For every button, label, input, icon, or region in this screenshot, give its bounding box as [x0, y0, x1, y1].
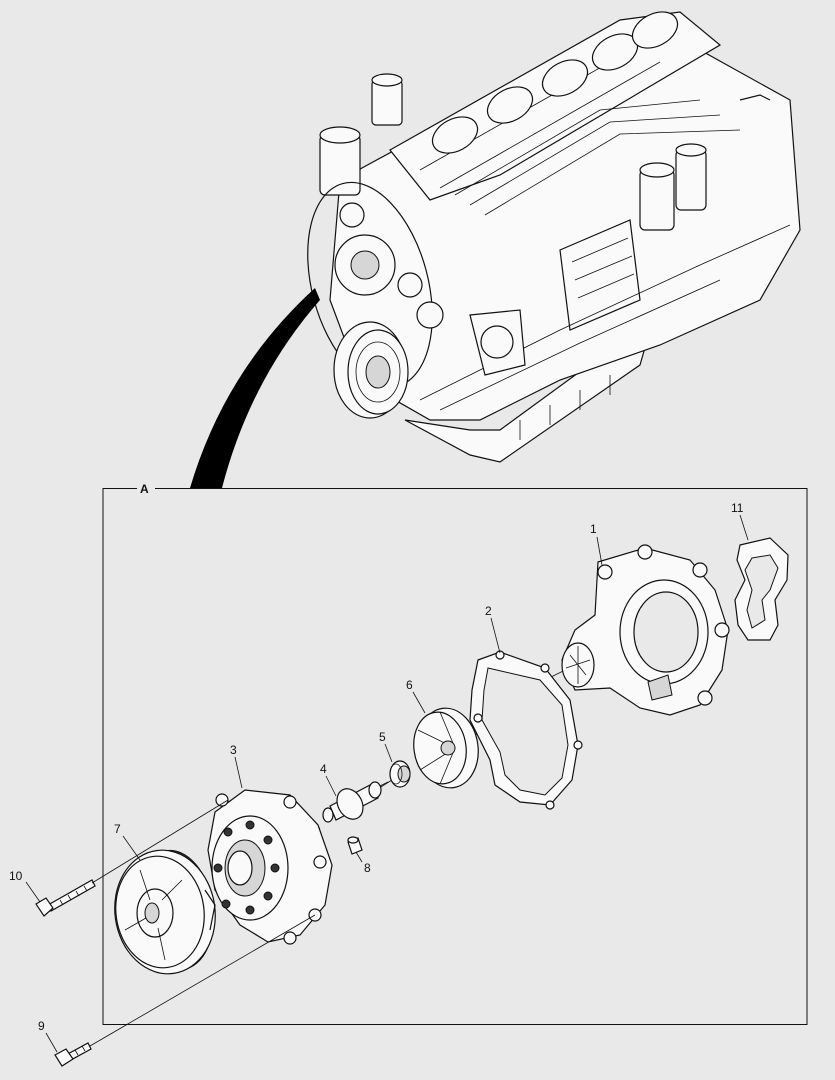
- detail-pointer: [190, 288, 320, 488]
- callout-8: 8: [364, 861, 371, 875]
- part-8-dowel: [347, 836, 363, 855]
- callout-2: 2: [485, 604, 492, 618]
- engine-overview: [307, 11, 801, 463]
- part-2-gasket: [469, 650, 583, 810]
- callout-1: 1: [590, 522, 597, 536]
- view-label: A: [140, 482, 149, 496]
- bolt-10-axis: [91, 799, 229, 884]
- part-7-pulley: [114, 849, 216, 975]
- callout-3: 3: [230, 743, 237, 757]
- part-9-bolt: [54, 1042, 92, 1067]
- part-11-gasket: [734, 537, 789, 641]
- bolt-9-axis: [89, 914, 316, 1047]
- part-5-seal: [389, 760, 411, 788]
- leader-lines: [25, 514, 749, 1053]
- part-1-pump-housing: [561, 544, 730, 716]
- callout-6: 6: [406, 678, 413, 692]
- part-3-pump-cover: [207, 789, 333, 945]
- callout-4: 4: [320, 762, 327, 776]
- callout-5: 5: [379, 730, 386, 744]
- callout-11: 11: [731, 501, 744, 515]
- detail-view-frame: [102, 488, 808, 1025]
- callout-10: 10: [9, 869, 23, 883]
- part-4-shaft: [322, 781, 389, 823]
- callout-9: 9: [38, 1019, 45, 1033]
- part-10-bolt: [35, 879, 96, 917]
- part-6-impeller: [413, 707, 479, 789]
- callout-7: 7: [114, 822, 121, 836]
